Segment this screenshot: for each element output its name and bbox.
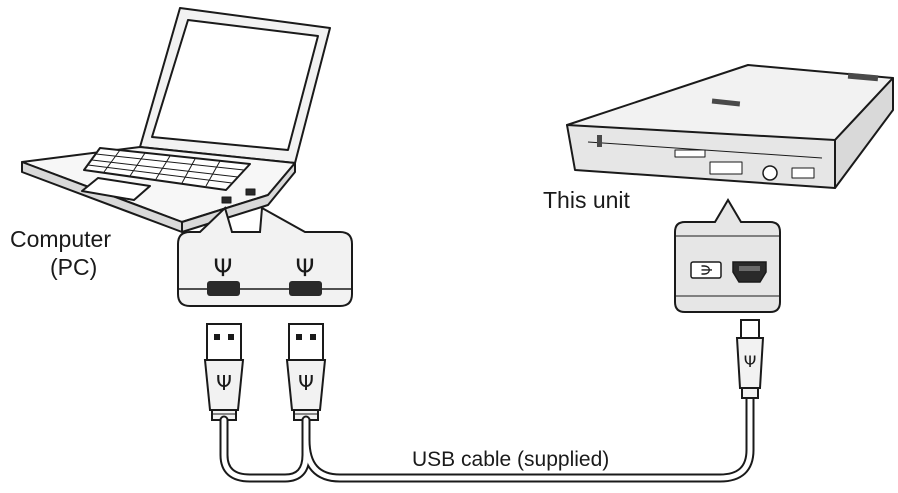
laptop-computer: [21, 7, 331, 233]
usb-icon: Ψ: [744, 352, 757, 371]
drive-side: [834, 77, 894, 189]
drive-eject-slot: [674, 149, 706, 158]
unit-mini-usb-port: [732, 261, 767, 283]
unit-port-callout: Ψ: [674, 198, 781, 313]
usb-icon: Ψ: [214, 254, 233, 282]
laptop-touchpad: [81, 177, 151, 201]
this-unit-label: This unit: [543, 187, 630, 213]
optical-drive-unit: [566, 64, 894, 189]
keyboard-keys: [87, 149, 245, 187]
laptop-screen: [151, 19, 319, 151]
usb-icon: Ψ: [700, 264, 716, 275]
drive-button: [762, 165, 778, 181]
laptop-port-left: [221, 196, 232, 204]
laptop-base-side: [181, 162, 296, 233]
laptop-port-right: [245, 188, 256, 196]
usb-icon: Ψ: [298, 371, 314, 395]
usb-icon: Ψ: [216, 371, 232, 395]
pc-usb-port-left: [207, 281, 240, 296]
usb-icon: Ψ: [296, 254, 315, 282]
drive-port-panel: [709, 161, 743, 175]
usb-icon: [690, 261, 722, 279]
pc-usb-port-right: [289, 281, 322, 296]
usb-a-plug-left: Ψ: [203, 323, 245, 421]
usb-cable-label: USB cable (supplied): [412, 448, 610, 471]
drive-brand-mark: [711, 98, 741, 107]
usb-cable: [219, 393, 755, 483]
pc-port-callout: Ψ Ψ: [177, 206, 353, 307]
mini-usb-plug: Ψ: [735, 319, 765, 399]
pc-label: (PC): [50, 254, 98, 280]
callout-box: [674, 198, 781, 313]
usb-a-plug-right: Ψ: [285, 323, 327, 421]
computer-label: Computer: [10, 226, 111, 252]
